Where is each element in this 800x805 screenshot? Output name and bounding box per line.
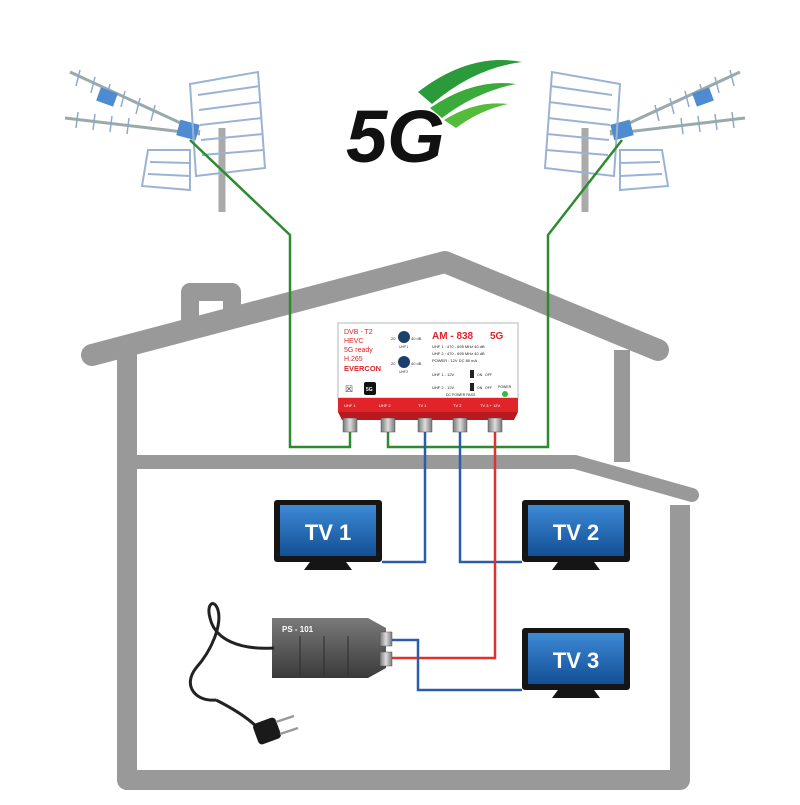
cable-antenna-right: [386, 139, 623, 449]
power-cord: [189, 602, 275, 702]
amp-knob-1: [398, 331, 410, 343]
cable-tv1: [382, 430, 427, 564]
amp-switch1-on: ON: [477, 373, 483, 377]
power-supply-ps101: PS - 101: [189, 602, 393, 745]
amp-spec-1: UHF 1 : 470 - 695 MHz 40 dB: [432, 344, 485, 349]
amplifier-am838: DVB - T2 HEVC 5G ready H.265 EVERCON 20 …: [337, 322, 519, 433]
amp-knob1-label: UHF1: [399, 345, 408, 349]
amp-5g-badge: [364, 382, 376, 395]
amp-badge-text: 5G: [366, 387, 373, 393]
tv-3-label: TV 3: [553, 648, 599, 673]
amp-switch2-on: ON: [477, 386, 483, 390]
antenna-left-icon: [64, 69, 267, 212]
cable-tv2: [458, 430, 522, 564]
amp-knob1-max: 40 dB: [411, 336, 422, 341]
5g-logo-text: 5G: [346, 95, 445, 178]
amp-switch1-off: OFF: [485, 373, 492, 377]
amp-knob2-label: UHF2: [399, 370, 408, 374]
amp-spec-3: POWER : 12V DC 80 mA: [432, 358, 477, 363]
amp-left-line-3: 5G ready: [344, 347, 373, 354]
power-plug-icon: [253, 714, 299, 745]
amp-port-label-tv2: TV 2: [453, 403, 462, 408]
amp-spec-2: UHF 2 : 470 - 695 MHz 40 dB: [432, 351, 485, 356]
amp-switch2-label: UHF 2 - 12V: [432, 385, 455, 390]
cable-antenna-left: [189, 139, 352, 449]
amp-knob2-min: 20: [391, 361, 396, 366]
amp-port-label-uhf1: UHF 1: [344, 403, 356, 408]
amp-left-line-1: DVB - T2: [344, 329, 373, 336]
5g-logo: 5G: [346, 60, 522, 178]
amp-model: AM - 838: [432, 331, 474, 342]
tv-2: TV 2: [522, 500, 630, 570]
amp-dc-pass-label: DC POWER PASS: [446, 393, 476, 397]
amp-power-label: POWER: [498, 385, 512, 389]
amp-switch-2: [470, 383, 474, 391]
ps-connector-out: [379, 631, 393, 647]
antenna-right-icon: [543, 69, 746, 212]
amp-knob1-min: 20: [391, 336, 396, 341]
tv-1: TV 1: [274, 500, 382, 570]
ps-label: PS - 101: [282, 625, 314, 634]
amp-knob-2: [398, 356, 410, 368]
tv-1-label: TV 1: [305, 520, 351, 545]
tv-3: TV 3: [522, 628, 630, 698]
amp-power-led-icon: [502, 391, 508, 397]
house-outline: [81, 251, 699, 790]
amp-switch2-off: OFF: [485, 386, 492, 390]
amp-connectors: [342, 417, 503, 433]
amp-port-label-tv3: TV 3 + 12V: [480, 403, 500, 408]
amp-port-label-tv1: TV 1: [418, 403, 427, 408]
weee-bin-icon: ☒: [345, 384, 353, 394]
cables: [189, 139, 623, 692]
cable-tv3-power: [388, 430, 497, 660]
amp-knob2-max: 40 dB: [411, 361, 422, 366]
amp-switch-1: [470, 370, 474, 378]
amp-model-suffix: 5G: [490, 331, 504, 342]
amp-brand: EVERCON: [344, 364, 381, 373]
cable-ps-tv3: [388, 638, 522, 692]
amp-switch1-label: UHF 1 - 12V: [432, 372, 455, 377]
ps-connector-in: [379, 651, 393, 667]
amp-port-label-uhf2: UHF 2: [379, 403, 391, 408]
tv-2-label: TV 2: [553, 520, 599, 545]
amp-left-line-4: H.265: [344, 356, 363, 363]
amp-left-line-2: HEVC: [344, 338, 363, 345]
